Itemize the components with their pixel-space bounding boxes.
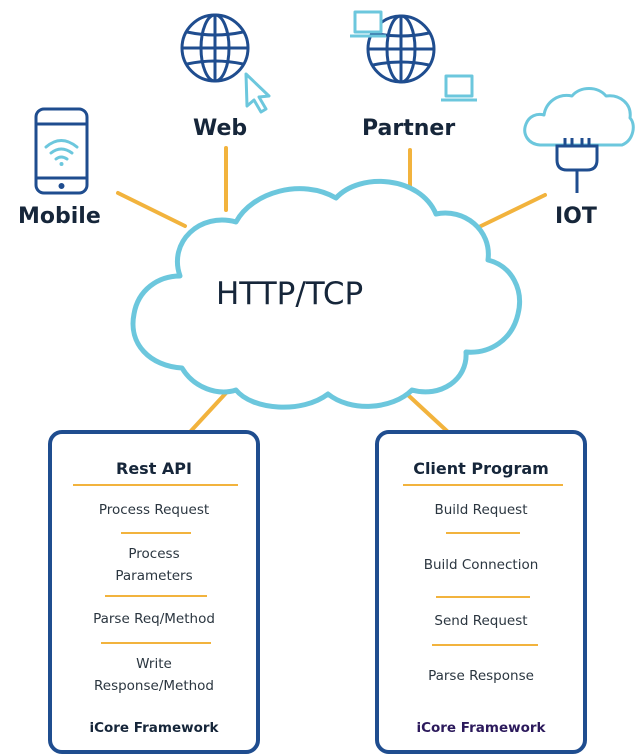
http-cloud-icon [130,178,522,410]
client-program-panel: Client Program Build Request Build Conne… [375,430,587,754]
rest-api-footer: iCore Framework [89,720,219,736]
client-program-item: Send Request [434,613,528,629]
title-divider [403,484,563,486]
rest-api-item: Parse Req/Method [93,611,215,627]
partner-label: Partner [362,116,456,141]
connector-mobile [116,191,187,228]
cloud-label: HTTP/TCP [216,276,364,312]
cursor-icon [244,72,271,114]
item-divider [436,596,530,598]
rest-api-panel: Rest API Process Request Process Paramet… [48,430,260,754]
rest-api-item: Process Parameters [115,546,193,584]
client-program-title: Client Program [413,459,549,478]
item-divider [101,642,211,644]
client-program-item: Build Connection [423,557,539,573]
web-globe-icon [180,13,250,83]
wifi-icon [44,139,79,166]
rest-api-item: Write Response/Method [93,656,215,694]
plug-icon [555,138,599,193]
item-divider [432,644,538,646]
mobile-label: Mobile [18,204,101,229]
title-divider [73,484,238,486]
rest-api-title: Rest API [116,459,192,478]
client-program-item: Build Request [434,502,528,518]
iot-cloud-icon [523,87,635,147]
item-divider [121,532,191,534]
rest-api-item: Process Request [98,502,210,518]
item-divider [105,595,207,597]
iot-label: IOT [555,204,597,229]
laptop-icon [350,10,477,102]
client-program-footer: iCore Framework [416,720,546,736]
item-divider [446,532,520,534]
partner-globe-icon [366,14,436,84]
mobile-phone-icon [34,107,89,195]
client-program-item: Parse Response [428,668,534,684]
web-label: Web [193,116,248,141]
